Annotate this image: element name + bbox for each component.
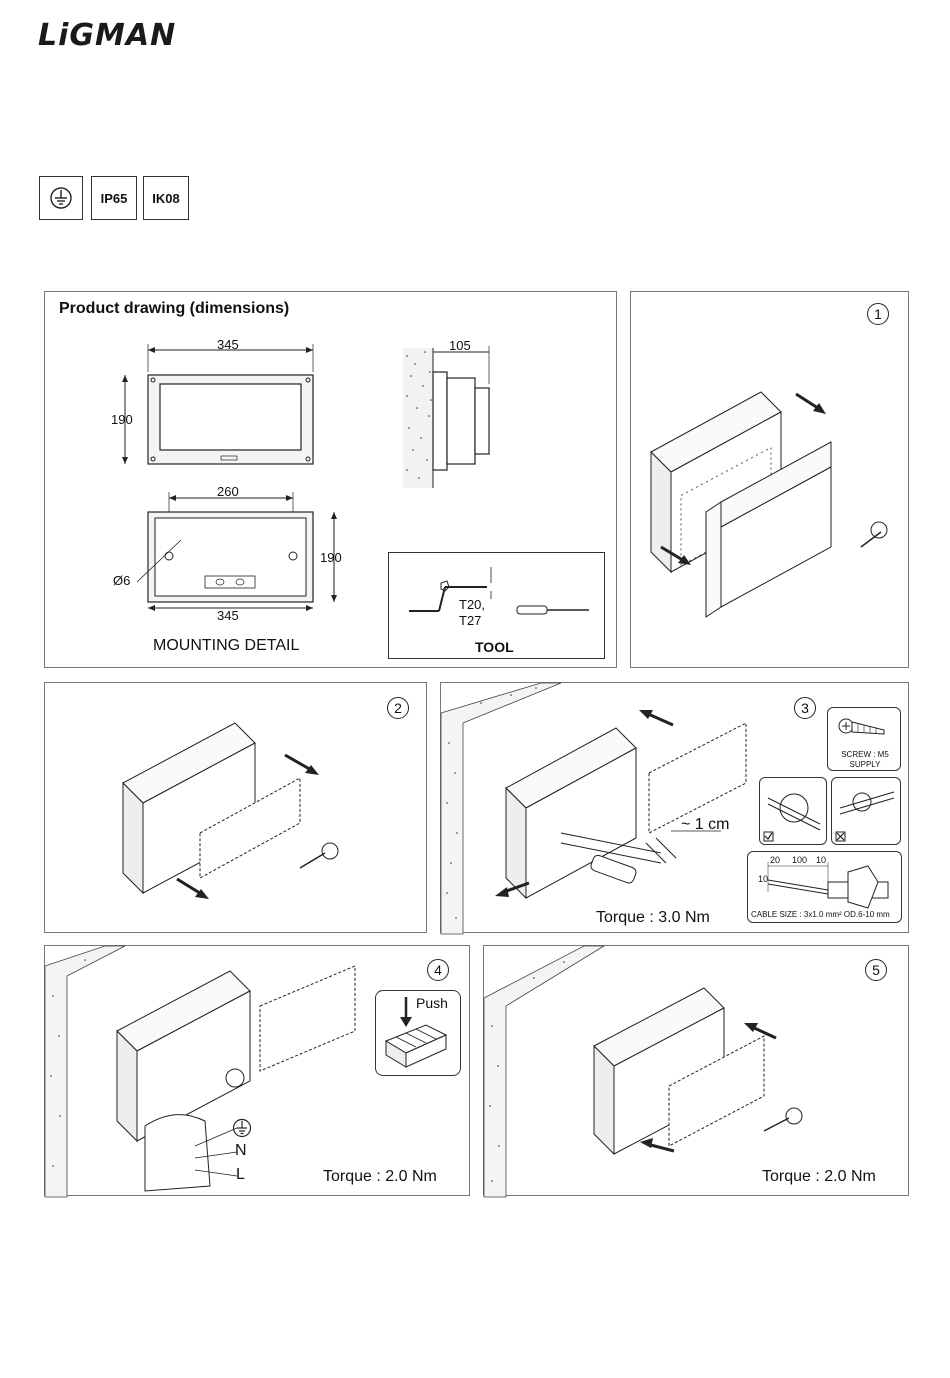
- step-1-illustration: [631, 292, 910, 669]
- product-drawing-panel: Product drawing (dimensions) 345 190 105: [44, 291, 617, 668]
- cable-dim-1: 20: [770, 855, 780, 865]
- tool-sizes-line1: T20,: [459, 597, 485, 612]
- cable-strip-box: 20 100 10 10 CABLE SIZE : 3x1.0 mm² OD.6…: [747, 851, 902, 923]
- step-1-panel: 1: [630, 291, 909, 668]
- cable-dim-2: 100: [792, 855, 807, 865]
- mounting-detail-label: MOUNTING DETAIL: [153, 637, 299, 655]
- terminal-neutral-label: N: [235, 1142, 247, 1160]
- tool-box: T20, T27 TOOL: [388, 552, 605, 659]
- earth-ground-icon: [49, 186, 73, 210]
- strip-length-label: ~ 1 cm: [681, 816, 729, 834]
- incorrect-mounting-box: [831, 777, 901, 845]
- correct-mounting-box: [759, 777, 827, 845]
- step-2-panel: 2: [44, 682, 427, 933]
- tool-label: TOOL: [475, 639, 514, 655]
- step-5-torque: Torque : 2.0 Nm: [762, 1168, 876, 1186]
- cable-size-label: CABLE SIZE : 3x1.0 mm² OD.6-10 mm: [751, 910, 890, 919]
- terminal-live-label: L: [236, 1166, 245, 1184]
- tool-sizes-line2: T27: [459, 613, 481, 628]
- step-4-panel: 4 N L Torque : 2.0 Nm Push: [44, 945, 470, 1196]
- push-terminal-box: Push: [375, 990, 461, 1076]
- step-4-torque: Torque : 2.0 Nm: [323, 1168, 437, 1186]
- terminal-block-drawing: [376, 991, 462, 1077]
- step-5-panel: 5 Torque : 2.0 Nm: [483, 945, 909, 1196]
- screw-supply-box: SCREW : M5 SUPPLY: [827, 707, 901, 771]
- mount-spacing-label: 260: [217, 484, 239, 499]
- screw-label-line1: SCREW : M5: [828, 750, 902, 759]
- brand-logo: LiGMAN: [38, 18, 176, 53]
- earth-ground-icon: [232, 1118, 252, 1138]
- incorrect-screw-drawing: [832, 778, 902, 846]
- ground-cert-badge: [39, 176, 83, 220]
- step-2-illustration: [45, 683, 428, 934]
- ip65-badge: IP65: [91, 176, 137, 220]
- cable-dim-4: 10: [758, 874, 768, 884]
- step-5-illustration: [484, 946, 910, 1197]
- step-3-torque: Torque : 3.0 Nm: [596, 909, 710, 927]
- cable-dim-3: 10: [816, 855, 826, 865]
- ik08-badge: IK08: [143, 176, 189, 220]
- step-3-panel: 3 ~ 1 cm Torque : 3.0 Nm: [440, 682, 909, 933]
- mount-width-label: 345: [217, 608, 239, 623]
- screw-label-line2: SUPPLY: [828, 760, 902, 769]
- correct-screw-drawing: [760, 778, 828, 846]
- mount-height-label: 190: [320, 550, 342, 565]
- hole-diameter-label: Ø6: [113, 573, 130, 588]
